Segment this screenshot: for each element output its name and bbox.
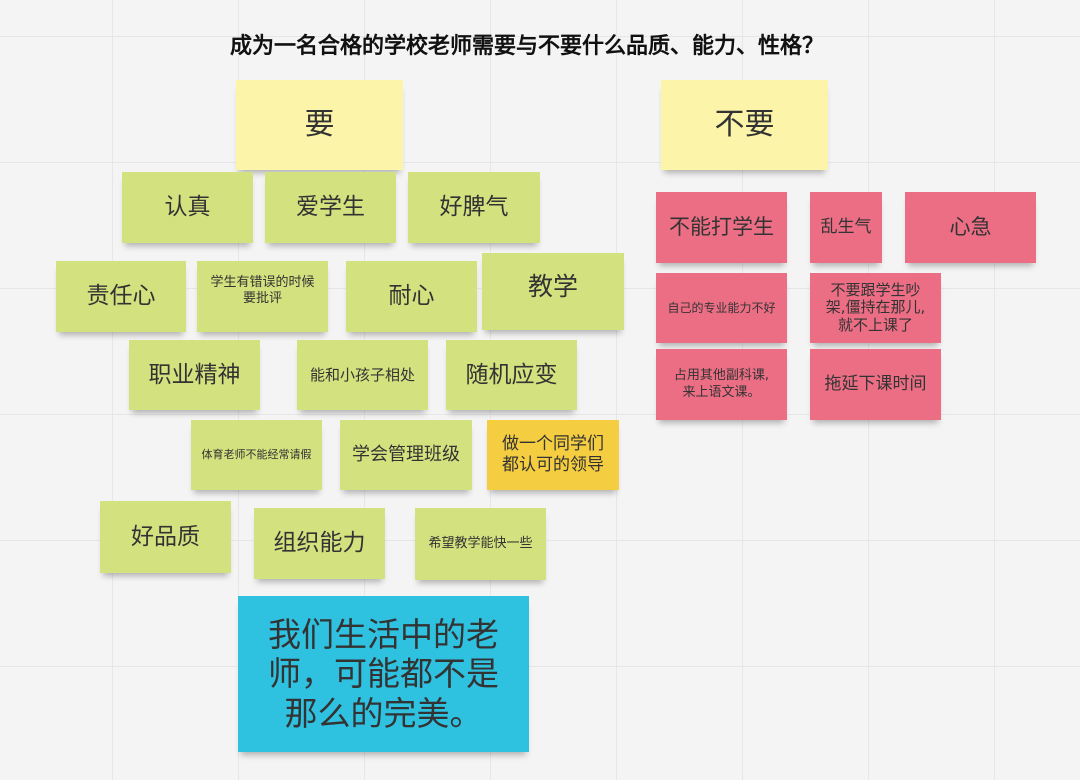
header-note-no[interactable]: 不要 (661, 80, 828, 170)
sticky-note[interactable]: 学生有错误的时候 要批评 (197, 261, 328, 332)
sticky-note[interactable]: 好品质 (100, 501, 231, 573)
sticky-note[interactable]: 组织能力 (254, 508, 385, 579)
sticky-note[interactable]: 耐心 (346, 261, 477, 332)
conclusion-note[interactable]: 我们生活中的老 师，可能都不是 那么的完美。 (238, 596, 529, 752)
sticky-note-negative[interactable]: 乱生气 (810, 192, 882, 263)
board-title: 成为一名合格的学校老师需要与不要什么品质、能力、性格？ (229, 34, 824, 59)
sticky-note-negative[interactable]: 占用其他副科课, 来上语文课。 (656, 349, 787, 420)
sticky-note[interactable]: 职业精神 (129, 340, 260, 410)
sticky-note-highlight[interactable]: 做一个同学们 都认可的领导 (487, 420, 619, 490)
sticky-note[interactable]: 责任心 (56, 261, 186, 332)
sticky-note[interactable]: 能和小孩子相处 (297, 340, 428, 410)
header-note-yes[interactable]: 要 (236, 80, 403, 170)
sticky-note[interactable]: 学会管理班级 (340, 420, 472, 490)
sticky-note[interactable]: 好脾气 (408, 172, 540, 243)
sticky-note[interactable]: 体育老师不能经常请假 (191, 420, 322, 490)
sticky-note-negative[interactable]: 心急 (905, 192, 1036, 263)
sticky-note[interactable]: 认真 (122, 172, 253, 243)
sticky-note[interactable]: 爱学生 (265, 172, 396, 243)
sticky-note-negative[interactable]: 不能打学生 (656, 192, 787, 263)
sticky-note-negative[interactable]: 自己的专业能力不好 (656, 273, 787, 343)
sticky-note-negative[interactable]: 拖延下课时间 (810, 349, 941, 420)
sticky-note[interactable]: 希望教学能快一些 (415, 508, 546, 580)
sticky-note-negative[interactable]: 不要跟学生吵 架,僵持在那儿, 就不上课了 (810, 273, 941, 343)
sticky-note[interactable]: 随机应变 (446, 340, 577, 410)
sticky-note[interactable]: 教学 (482, 253, 624, 330)
